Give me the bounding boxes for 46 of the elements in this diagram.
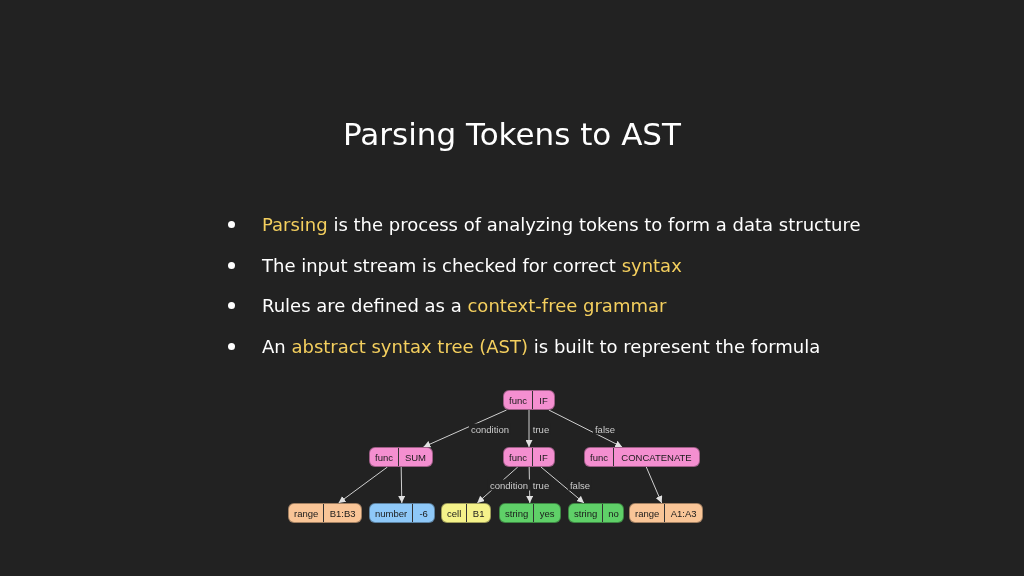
token-node — [369, 503, 435, 523]
arrow — [398, 466, 406, 504]
node-value: A1:A3 — [664, 504, 702, 522]
token-node — [503, 447, 555, 467]
bullet-text: An abstract syntax tree (AST) is built to represent the formula — [262, 335, 821, 357]
node-type: range — [293, 506, 320, 521]
node-value: no — [602, 504, 624, 522]
node-type: func — [508, 393, 528, 408]
token-node — [568, 503, 624, 523]
arrow — [338, 466, 388, 504]
token-node — [503, 390, 555, 410]
node-value: IF — [531, 448, 554, 466]
node-type: range — [634, 506, 661, 521]
node-type: string — [573, 506, 599, 521]
edge-label: false — [567, 479, 593, 491]
token-node — [441, 503, 491, 523]
node-type: func — [589, 450, 609, 465]
edge-label: condition — [488, 479, 530, 491]
token-node — [288, 503, 362, 523]
bullet-text: The input stream is checked for correct syntax — [262, 254, 682, 276]
token-node — [499, 503, 561, 523]
arrow — [548, 409, 623, 448]
node-value: CONCATENATE — [612, 448, 699, 466]
bullet-text: Parsing is the process of analyzing tokens to form a data structure — [262, 214, 861, 235]
node-type: func — [374, 450, 394, 465]
token-node — [369, 447, 433, 467]
arrow — [422, 409, 508, 448]
node-type: cell — [446, 506, 463, 521]
node-value: IF — [531, 391, 554, 409]
token-node — [629, 503, 703, 523]
node-value: yes — [533, 504, 560, 522]
node-value: B1:B3 — [323, 504, 361, 522]
bullet-text: Rules are defined as a context-free grammar — [262, 295, 667, 316]
arrow — [540, 466, 585, 504]
node-type: string — [504, 506, 530, 521]
slide-title: Parsing Tokens to AST — [342, 116, 682, 152]
edge-label: condition — [469, 423, 511, 435]
node-value: -6 — [412, 504, 434, 522]
node-type: func — [508, 450, 528, 465]
edge-label: false — [592, 423, 618, 435]
arrow — [525, 409, 533, 448]
node-value: B1 — [466, 504, 490, 522]
node-value: SUM — [397, 448, 432, 466]
node-type: number — [374, 506, 409, 521]
arrow — [645, 466, 663, 504]
token-node — [584, 447, 700, 467]
